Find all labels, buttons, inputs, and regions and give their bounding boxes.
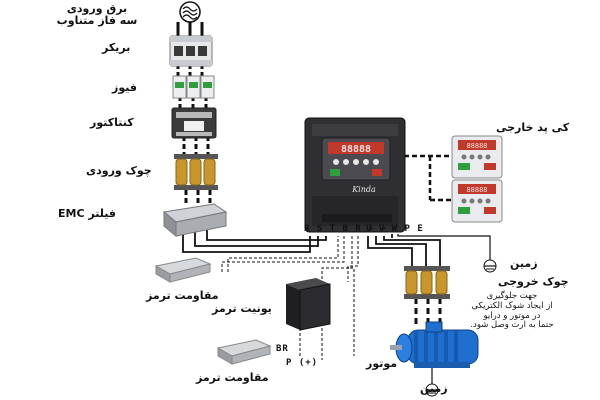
ground-symbol-bottom	[425, 383, 439, 397]
brake-resistor-bottom-label: مقاومت ترمز	[196, 371, 269, 384]
motor-icon	[390, 321, 479, 368]
drive-unit	[304, 117, 406, 233]
brake-unit-wires	[299, 236, 359, 360]
remote-keypad-label: کی پد خارجی	[496, 121, 570, 134]
external-keypad-1	[451, 135, 503, 179]
ground-wires	[397, 234, 491, 384]
brake-resistor-bottom-icon	[216, 339, 272, 365]
contactor-icon	[171, 107, 217, 139]
filter-to-drive-wires	[182, 225, 327, 253]
drive-display-text: 88888	[341, 144, 371, 155]
breaker-label: بریکر	[102, 41, 131, 54]
brake-resistor-top-icon	[154, 257, 212, 283]
brake-unit-p-terminal: P (+)	[286, 358, 319, 368]
contactor-label: کنتاکتور	[90, 116, 134, 129]
keypad-2-display-text: 88888	[466, 186, 487, 194]
fuse-label: فیوز	[112, 81, 137, 94]
ground-bottom-label: زمین	[420, 382, 448, 395]
drive-output-terminals: U V W P E	[366, 224, 424, 234]
power-input-line-1: برق ورودی	[66, 2, 128, 15]
power-input-line-2: سه فاز متناوب	[56, 14, 138, 28]
brake-unit-label: یونیت ترمز	[212, 302, 272, 315]
fuse-icon	[172, 75, 215, 99]
keypad-1-display-text: 88888	[466, 142, 487, 150]
brake-unit-icon	[286, 278, 331, 331]
output-choke-note: جهت جلوگیری از ایجاد شوک الکتریکی در موت…	[452, 291, 572, 331]
choke-note-line-4: حتما به ارت وصل شود.	[470, 320, 554, 331]
brake-resistor-top-wires	[221, 236, 345, 272]
breaker-icon	[169, 35, 213, 67]
power-input-label: برق ورودی سه فاز متناوب	[22, 2, 172, 28]
output-choke-icon	[404, 266, 450, 299]
emc-filter-label: فیلتر EMC	[58, 207, 116, 220]
ground-symbol-right	[483, 259, 497, 273]
drive-input-terminals: R S T B R + -	[304, 224, 388, 234]
external-keypad-2	[451, 179, 503, 223]
output-wires	[367, 234, 441, 268]
ground-right-label: زمین	[510, 257, 538, 270]
input-choke-icon	[174, 154, 218, 190]
brake-unit-br-terminal: BR	[276, 344, 289, 354]
choke-to-motor-wires	[414, 298, 442, 326]
emc-filter-icon	[162, 203, 228, 238]
choke-note-line-2: از ایجاد شوک الکتریکی	[471, 300, 553, 311]
motor-label: موتور	[366, 357, 398, 370]
input-choke-label: چوک ورودی	[86, 164, 152, 177]
drive-brand-text: Kinda	[351, 185, 376, 194]
output-choke-label: چوک خروجی	[498, 275, 569, 288]
ac-source-icon	[179, 1, 201, 23]
brake-resistor-top-label: مقاومت ترمز	[146, 289, 219, 302]
choke-note-line-3: در موتور و درایو	[483, 310, 541, 321]
choke-note-line-1: جهت جلوگیری	[486, 291, 538, 301]
